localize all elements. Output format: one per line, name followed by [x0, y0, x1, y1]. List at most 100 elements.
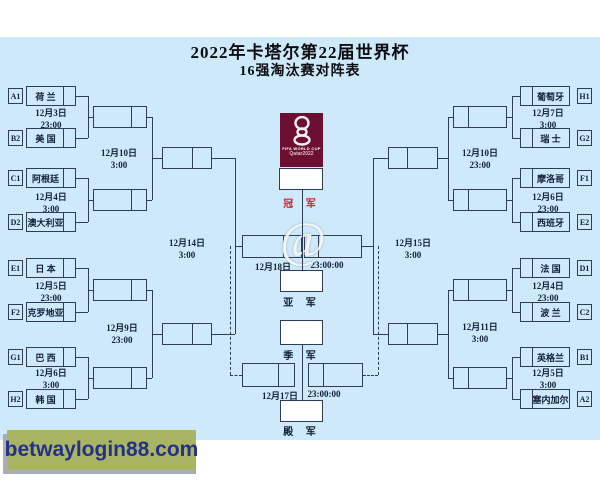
bracket-line: [373, 334, 388, 335]
bracket-line: [438, 334, 448, 335]
bracket-line: [512, 312, 520, 313]
qf-slot-box: [453, 279, 507, 301]
score-cell: [521, 348, 533, 366]
team-box-brazil: 巴 西: [26, 347, 76, 367]
score-cell: [278, 364, 294, 386]
bracket-line: [76, 222, 88, 223]
team-box-morocco: 摩洛哥: [520, 168, 570, 188]
third-match-time: 23:00:00: [307, 389, 341, 399]
bracket-line: [378, 246, 379, 375]
at-watermark: @: [279, 211, 327, 267]
bracket-line: [512, 268, 520, 269]
score-cell: [63, 390, 75, 408]
qf-slot-box: [93, 367, 147, 389]
world-cup-trophy-icon: [292, 116, 311, 146]
team-name: 巴 西: [35, 352, 56, 363]
third-match-date: 12月17日: [261, 391, 298, 401]
qf-slot-box: [93, 189, 147, 211]
third-match-slot-left: [242, 363, 295, 387]
bracket-line: [230, 375, 242, 376]
score-cell: [131, 368, 146, 388]
seed-box-a2: A2: [577, 391, 592, 407]
team-box-spain: 西班牙: [520, 212, 570, 232]
bracket-line: [512, 357, 520, 358]
score-cell: [283, 236, 301, 257]
team-name: 西班牙: [536, 217, 564, 228]
seed-box-e1: E1: [8, 260, 23, 276]
score-cell: [63, 348, 75, 366]
bracket-line: [373, 158, 388, 159]
bracket-line: [362, 246, 373, 247]
bracket-line: [235, 246, 242, 247]
bracket-line: [88, 200, 93, 201]
bracket-line: [76, 138, 88, 139]
team-box-korea: 韩 国: [26, 389, 76, 409]
champion-box: [279, 168, 323, 190]
bracket-line: [507, 117, 512, 118]
sf-slot-box: [162, 147, 212, 169]
bracket-line: [88, 290, 93, 291]
bracket-line: [448, 378, 453, 379]
score-cell: [521, 129, 533, 147]
seed-box-g1: G1: [8, 349, 23, 365]
score-cell: [131, 107, 146, 127]
score-cell: [521, 259, 533, 277]
team-name: 波 兰: [540, 307, 561, 318]
seed-box-h1: H1: [577, 88, 592, 104]
team-box-senegal: 塞内加尔: [520, 389, 570, 409]
seed-box-d1: D1: [577, 260, 592, 276]
promo-banner[interactable]: betwaylogin88.com: [5, 430, 198, 470]
score-cell: [192, 148, 211, 168]
third-place-box: [280, 320, 323, 345]
bracket-line: [152, 334, 162, 335]
score-cell: [63, 259, 75, 277]
seed-box-f1: F1: [577, 170, 592, 186]
score-cell: [389, 324, 408, 344]
bracket-line: [302, 190, 303, 270]
fourth-place-label: 殿 军: [283, 427, 321, 438]
score-cell: [192, 324, 211, 344]
bracket-line: [507, 200, 512, 201]
seed-box-b1: B1: [577, 349, 592, 365]
runner-up-label: 亚 军: [283, 298, 321, 309]
bracket-line: [88, 117, 93, 118]
page-title: 2022年卡塔尔第22届世界杯: [190, 43, 410, 62]
team-box-japan: 日 本: [26, 258, 76, 278]
seed-box-c2: C2: [577, 304, 592, 320]
bracket-line: [152, 158, 162, 159]
score-cell: [309, 364, 324, 386]
score-cell: [521, 87, 533, 105]
seed-box-f2: F2: [8, 304, 23, 320]
team-box-france: 法 国: [520, 258, 570, 278]
bracket-line: [448, 290, 453, 291]
fifa-world-cup-logo: FIFA WORLD CUP Qatar2022: [280, 113, 323, 167]
bracket-line: [147, 290, 152, 291]
bracket-line: [76, 312, 88, 313]
bracket-line: [88, 378, 93, 379]
bracket-line: [76, 96, 88, 97]
bracket-line: [76, 178, 88, 179]
bracket-line: [507, 378, 512, 379]
bracket-line: [438, 158, 448, 159]
bracket-line: [363, 375, 378, 376]
bracket-line: [147, 200, 152, 201]
qf-slot-box: [93, 106, 147, 128]
qf-slot-box: [93, 279, 147, 301]
bracket-line: [448, 117, 449, 200]
qf-slot-box: [453, 189, 507, 211]
score-cell: [454, 280, 469, 300]
bracket-line: [230, 246, 231, 375]
bracket-line: [212, 158, 235, 159]
score-cell: [63, 169, 75, 187]
score-cell: [131, 190, 146, 210]
team-name: 荷 兰: [35, 91, 56, 102]
score-cell: [63, 213, 75, 231]
bracket-line: [512, 178, 520, 179]
